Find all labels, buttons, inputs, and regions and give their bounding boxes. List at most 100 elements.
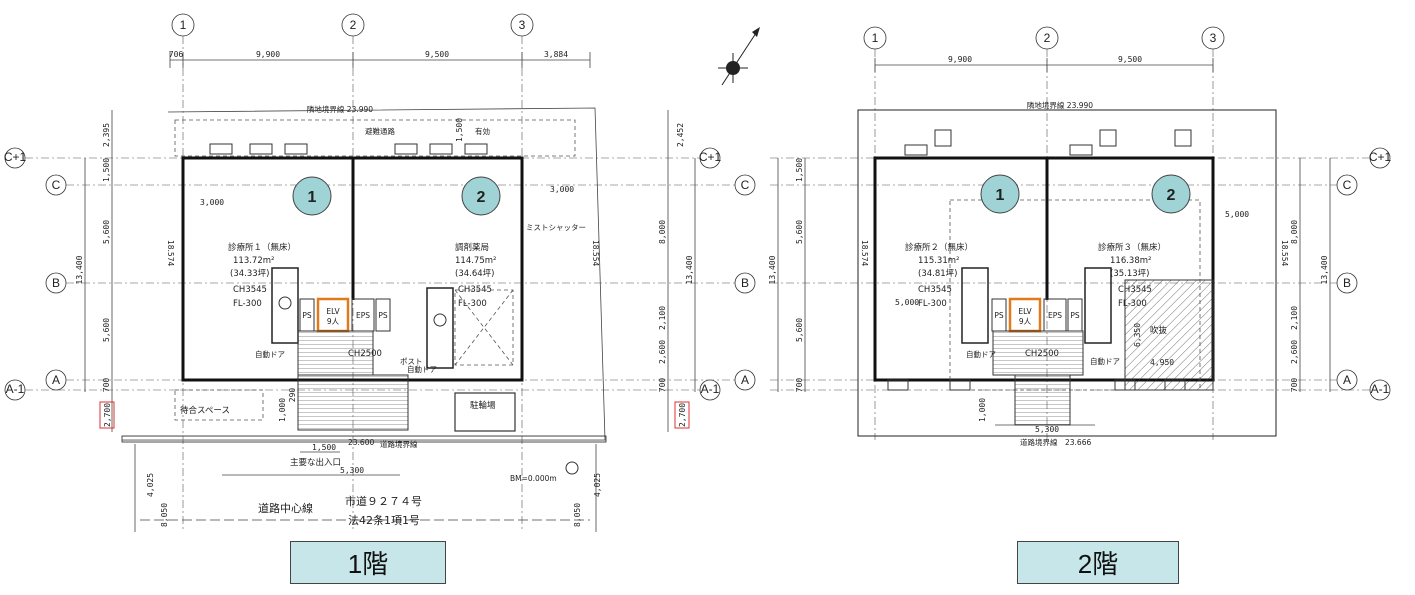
bicycle-racks-floor-2 bbox=[887, 379, 1186, 391]
dim-label: 700 bbox=[1290, 378, 1299, 393]
grid-row-label: A bbox=[52, 373, 60, 387]
dim-label: 2,395 bbox=[102, 123, 111, 147]
dim-label: 18.554 bbox=[1280, 240, 1289, 266]
ps-label: PS bbox=[994, 311, 1004, 320]
elevator-capacity: 9人 bbox=[1019, 317, 1032, 326]
unit-number: 2 bbox=[1167, 187, 1176, 204]
dim-label: 290 bbox=[288, 388, 297, 403]
floor-1-plan: 1 2 3 706 9,900 9,500 3,884 bbox=[4, 13, 760, 532]
grid-rows-left: C+1 C B A A-1 bbox=[4, 147, 67, 401]
unit-ceiling: CH3545 bbox=[458, 285, 492, 295]
city-road-label: 市道９２７４号 bbox=[345, 494, 422, 508]
label: 自動ドア bbox=[1090, 356, 1120, 366]
road-boundary-label: 道路境界線 bbox=[1020, 437, 1058, 447]
grid-rows-right: C+1 C B A A-1 bbox=[699, 147, 756, 401]
void-label: 吹抜 bbox=[1150, 325, 1168, 336]
unit-name: 調剤薬局 bbox=[455, 242, 489, 253]
unit-tsubo: (35.13坪) bbox=[1110, 269, 1149, 279]
dim-label: 1,500 bbox=[312, 443, 336, 452]
dim-label: 1,000 bbox=[278, 398, 287, 422]
label: ミストシャッター bbox=[526, 223, 586, 232]
dim-label: 1,500 bbox=[455, 118, 464, 142]
grid-row-label: B bbox=[1343, 276, 1351, 290]
law-label: 法42条1項1号 bbox=[348, 513, 420, 527]
dim-label: 6,350 bbox=[1133, 323, 1142, 347]
dim-label: 5,300 bbox=[1035, 425, 1059, 434]
dim-label: 18.554 bbox=[591, 240, 600, 266]
grid-row-label: A bbox=[741, 373, 749, 387]
unit-area: 116.38m² bbox=[1110, 256, 1151, 266]
ps-label: PS bbox=[378, 311, 388, 320]
floor-2-plan: 1 2 3 9,900 9,500 C+1 C B A A-1 1,50 bbox=[768, 26, 1392, 447]
grid-column-label: 3 bbox=[519, 18, 526, 32]
left-dimensions: 2,395 1,500 5,600 13,400 5,600 700 2,700 bbox=[75, 110, 115, 432]
core-floor-1: ELV 9人 EPS PS PS CH2500 自動ドア 自動ドア ポスト bbox=[255, 267, 514, 376]
grid-row-label: A-1 bbox=[6, 382, 25, 396]
label: ポスト bbox=[400, 357, 423, 366]
grid-row-label: A bbox=[1343, 373, 1351, 387]
evac-label: 避難通路 bbox=[365, 126, 395, 136]
unit-2-floor-1: 2 調剤薬局 114.75m² (34.64坪) CH3545 FL-300 bbox=[455, 176, 501, 309]
unit-area: 115.31m² bbox=[918, 256, 959, 266]
dim-label: 2,600 bbox=[1290, 340, 1299, 364]
unit-ceiling: CH3545 bbox=[233, 285, 267, 295]
grid-row-label: B bbox=[741, 276, 749, 290]
unit-1-floor-2: 1 診療所２（無床） 115.31m² (34.81坪) CH3545 FL-3… bbox=[905, 174, 1020, 309]
elevator-label: ELV bbox=[326, 307, 340, 316]
unit-area: 114.75m² bbox=[455, 256, 496, 266]
dim-label: 8,000 bbox=[658, 220, 667, 244]
dim-label: 5,600 bbox=[102, 318, 111, 342]
dim-label: 13,400 bbox=[768, 255, 777, 284]
dim-label: 13,400 bbox=[75, 255, 84, 284]
unit-floor-level: FL-300 bbox=[233, 299, 262, 309]
unit-name: 診療所１（無床） bbox=[228, 242, 296, 253]
grid-row-label: C+1 bbox=[1369, 150, 1392, 164]
grid-row-label: C bbox=[741, 178, 750, 192]
ch-label: CH2500 bbox=[1025, 349, 1059, 359]
dim-label: 4,025 bbox=[146, 473, 155, 497]
unit-floor-level: FL-300 bbox=[458, 299, 487, 309]
entrance-floor-1: 待合スペース 駐輪場 1,000 290 bbox=[174, 374, 516, 432]
dim-label: 700 bbox=[102, 378, 111, 393]
eps-label: EPS bbox=[356, 311, 370, 320]
top-dimensions: 706 9,900 9,500 3,884 bbox=[169, 50, 591, 68]
dim-label: 1,500 bbox=[102, 158, 111, 182]
elevator-label: ELV bbox=[1018, 307, 1032, 316]
boundary-top-label: 隣地境界線 23.990 bbox=[307, 104, 373, 114]
dim-label: 13,400 bbox=[1320, 255, 1329, 284]
dim-label: 9,500 bbox=[425, 50, 449, 59]
grid-column-label: 1 bbox=[180, 18, 187, 32]
elevator-capacity: 9人 bbox=[327, 317, 340, 326]
ps-label: PS bbox=[302, 311, 312, 320]
unit-name: 診療所３（無床） bbox=[1098, 242, 1166, 253]
dim-label: 23.666 bbox=[1065, 438, 1091, 447]
grid-row-label: C bbox=[52, 178, 61, 192]
road-boundary-label: 道路境界線 bbox=[380, 439, 418, 449]
floor-1-label: 1階 bbox=[290, 541, 446, 584]
dim-label: 3,000 bbox=[200, 198, 224, 207]
boundary-top-label: 隣地境界線 23.990 bbox=[1027, 100, 1093, 110]
dim-label: 18.574 bbox=[860, 240, 869, 266]
grid-column-label: 2 bbox=[350, 18, 357, 32]
unit-ceiling: CH3545 bbox=[918, 285, 952, 295]
dim-label: 2,100 bbox=[1290, 306, 1299, 330]
bike-parking-label: 駐輪場 bbox=[470, 400, 496, 411]
label: 自動ドア bbox=[407, 364, 437, 374]
bm-label: BM=0.000m bbox=[510, 474, 557, 483]
dim-label: 3,884 bbox=[544, 50, 568, 59]
grid-row-label: B bbox=[52, 276, 60, 290]
unit-tsubo: (34.64坪) bbox=[455, 269, 494, 279]
unit-area: 113.72m² bbox=[233, 256, 274, 266]
ch-label: CH2500 bbox=[348, 349, 382, 359]
eps-label: EPS bbox=[1048, 311, 1062, 320]
dim-label: 5,600 bbox=[795, 318, 804, 342]
entrance-dims: 1,500 主要な出入口 5,300 BM=0.000m bbox=[222, 443, 579, 483]
grid-row-label: A-1 bbox=[701, 382, 720, 396]
unit-name: 診療所２（無床） bbox=[905, 242, 973, 253]
dim-label: 9,500 bbox=[1118, 55, 1142, 64]
grid-column-label: 2 bbox=[1044, 31, 1051, 45]
grid-row-label: C bbox=[1343, 178, 1352, 192]
label: 自動ドア bbox=[966, 349, 996, 359]
dim-label: 5,600 bbox=[795, 220, 804, 244]
